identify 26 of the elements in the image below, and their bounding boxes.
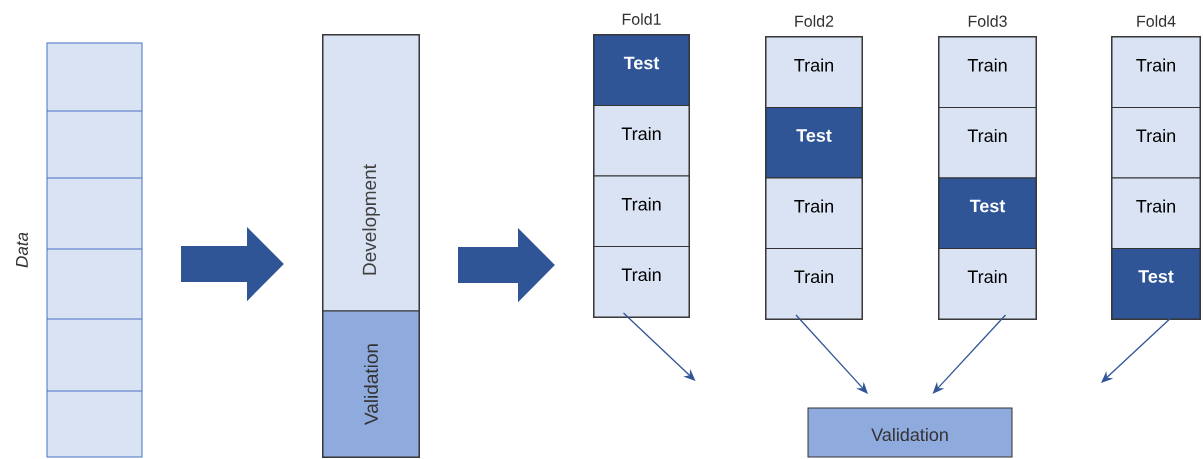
fold-cell: Train — [1111, 177, 1201, 249]
fold-cell: Train — [938, 248, 1037, 320]
fold-cell: Train — [593, 105, 690, 177]
fold-cell: Test — [938, 177, 1037, 249]
fold-cell: Train — [593, 175, 690, 247]
node-label: Fold4 — [1137, 15, 1176, 27]
result-box: Validation — [807, 407, 1013, 458]
node-label: Fold3 — [968, 15, 1007, 27]
data-column: Data — [16, 42, 143, 458]
fold-cell: Train — [765, 177, 863, 249]
fold-cell: Train — [593, 246, 690, 318]
node-label: Data — [16, 232, 28, 268]
fold-cell: Test — [593, 34, 690, 106]
fold-cell: Test — [1111, 248, 1201, 320]
fold-cell: Train — [765, 248, 863, 320]
fold-cell: Train — [765, 36, 863, 108]
fold-cell: Test — [765, 107, 863, 179]
fold-cell: Train — [938, 107, 1037, 179]
fold-cell: Train — [1111, 107, 1201, 179]
segment: Validation — [322, 310, 420, 458]
segment: Development — [322, 34, 420, 312]
fold-cell: Train — [1111, 36, 1201, 108]
node-label: Fold2 — [795, 15, 834, 27]
arrow — [795, 314, 868, 394]
node-label: Fold1 — [622, 13, 661, 25]
fold-cell: Train — [938, 36, 1037, 108]
